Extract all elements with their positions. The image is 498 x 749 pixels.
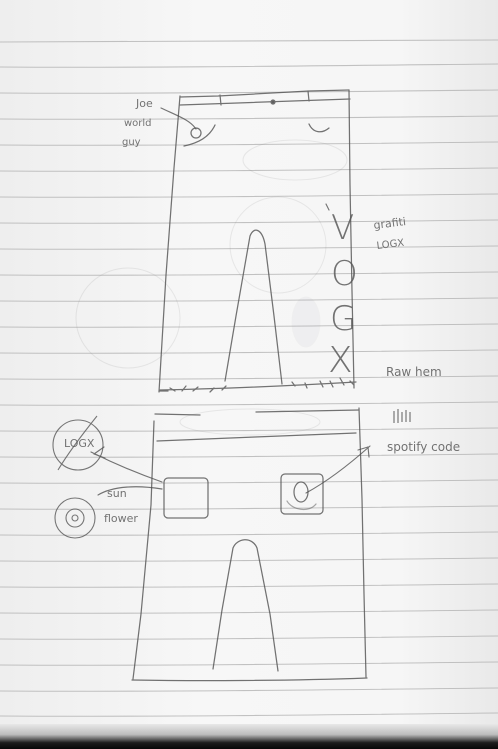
logx-badge-label: LOGX <box>64 437 95 450</box>
faint-eraser-marks <box>75 139 348 436</box>
back-collar <box>156 432 357 442</box>
spotify-code-marks <box>393 409 411 423</box>
right-neck-curve <box>308 123 330 133</box>
rule-line-17 <box>0 453 498 458</box>
front-shirt-left-edge <box>158 95 181 393</box>
rule-line-16 <box>0 427 498 432</box>
left-neck-curve <box>183 124 216 147</box>
rule-line-18 <box>0 479 498 484</box>
vertical-logo-stroke-mark <box>325 203 330 211</box>
shirt-sketch <box>131 89 368 682</box>
front-hem-line <box>159 381 357 391</box>
rule-line-27 <box>0 712 498 717</box>
front-shirt-right-edge <box>348 89 355 389</box>
back-shirt-left-edge <box>132 420 155 680</box>
right-patch-shadow <box>286 500 317 511</box>
rule-line-25 <box>0 661 498 666</box>
rule-line-13 <box>0 349 498 354</box>
guy-label: guy <box>122 137 141 148</box>
rule-line-24 <box>0 635 498 640</box>
rule-line-6 <box>0 167 498 172</box>
world-label: world <box>124 118 152 129</box>
annotation-text: Joe world guy grafiti LOGX Raw hem spoti… <box>64 97 460 525</box>
front-collar-bottom <box>179 98 351 106</box>
rule-line-2 <box>0 63 498 68</box>
sunflower-center <box>71 514 79 522</box>
right-patch-square <box>280 473 324 515</box>
back-graphic-triangle <box>212 539 279 672</box>
rule-line-21 <box>0 557 498 562</box>
vertical-text-v: V <box>331 208 354 248</box>
rule-line-10 <box>0 271 498 276</box>
right-patch-mark <box>293 481 309 503</box>
front-graphic-triangle <box>224 229 283 385</box>
joe-pointer-line <box>160 107 197 130</box>
rule-line-9 <box>0 245 498 250</box>
vertical-text-o: O <box>331 254 358 294</box>
vertical-text-g: G <box>330 299 356 339</box>
sunflower-arrowhead <box>93 446 106 459</box>
rule-line-4 <box>0 115 498 120</box>
back-hem-line <box>131 677 368 682</box>
rule-line-19 <box>0 505 498 510</box>
back-shirt-top-left <box>154 413 201 416</box>
back-shirt-top-right <box>255 409 360 413</box>
rule-line-8 <box>0 219 498 224</box>
rule-line-3 <box>0 89 498 94</box>
tiny-neck-dot <box>270 99 276 105</box>
collar-divider-right <box>307 90 310 102</box>
joe-label: Joe <box>135 97 153 110</box>
grafiti-label: grafiti <box>373 215 407 232</box>
rule-line-22 <box>0 583 498 588</box>
raw-hem-label: Raw hem <box>386 365 442 379</box>
sunflower-inner-circle <box>65 508 85 528</box>
vertical-text-x: X <box>328 340 353 381</box>
back-shirt-right-edge <box>358 407 367 678</box>
logx-badge-circle <box>52 419 104 471</box>
rule-line-14 <box>0 375 498 380</box>
rule-line-7 <box>0 193 498 198</box>
annotation-arrows <box>90 107 371 496</box>
photo-bottom-shadow <box>0 724 498 749</box>
spotify-arrowhead <box>357 446 370 458</box>
rule-line-26 <box>0 687 498 692</box>
rule-line-15 <box>0 401 498 406</box>
logx-badge-slash <box>57 415 98 471</box>
sunflower-outer-circle <box>54 497 96 539</box>
left-patch-square <box>163 477 209 519</box>
spotify-pointer-line <box>305 445 371 494</box>
rule-line-23 <box>0 609 498 614</box>
front-collar-top <box>179 89 350 98</box>
rule-line-20 <box>0 531 498 536</box>
sun-label: sun <box>107 487 127 500</box>
spotify-code-label: spotify code <box>387 440 460 454</box>
rule-line-11 <box>0 297 498 302</box>
flower-label: flower <box>104 512 138 525</box>
sunflower-second-line <box>97 486 163 496</box>
collar-divider-left <box>219 94 222 106</box>
small-logx-label: LOGX <box>376 238 405 252</box>
rule-line-5 <box>0 141 498 146</box>
left-sticker-badges <box>52 415 104 539</box>
